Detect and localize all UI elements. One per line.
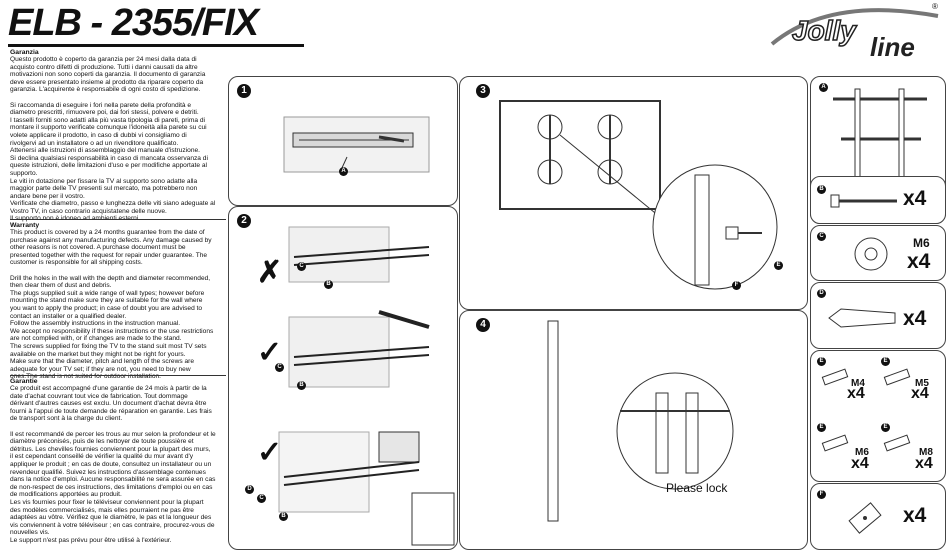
wall-drilling-illustration [283,116,430,173]
step-number: 1 [237,84,251,98]
part-quantity: x4 [903,187,927,210]
part-size: M5 [915,378,929,389]
part-c-panel: C M6 x4 [810,225,946,281]
wood-screw-icon [830,194,897,208]
part-label: D [817,289,826,298]
part-label: B [817,185,826,194]
please-lock-label: Please lock [666,481,728,495]
part-f-panel: F x4 [810,483,946,550]
callout-c: C [257,494,266,503]
callout-c: C [275,363,284,372]
part-label: C [817,232,826,241]
section-divider [10,219,226,220]
part-quantity: x4 [851,455,869,472]
step-number: 3 [476,84,490,98]
part-label: E [817,423,826,432]
part-d-panel: D x4 [810,282,946,349]
svg-text:line: line [870,32,915,62]
tv-back-illustration [499,100,778,290]
part-label: E [881,423,890,432]
part-label: E [817,357,826,366]
part-e-panel: E E E E M4 x4 M5 x4 M6 x4 M8 x4 [810,350,946,482]
callout-b: B [297,381,306,390]
italian-section: Garanzia Questo prodotto è coperto da ga… [10,49,225,223]
french-heading: Garantie [10,378,38,385]
callout-b: B [324,280,333,289]
part-quantity: x4 [903,307,927,330]
callout-f: F [732,281,741,290]
callout-e: E [774,261,783,270]
part-quantity: x4 [915,455,933,472]
callout-d: D [245,485,254,494]
part-quantity: x4 [903,504,927,527]
lock-plate-icon [848,502,882,534]
part-quantity: x4 [847,385,865,402]
step-number: 4 [476,318,490,332]
part-quantity: x4 [911,385,929,402]
french-body: Ce produit est accompagné d'une garantie… [10,385,216,544]
callout-b: B [279,512,288,521]
brand-logo: Jolly line ® [770,2,942,62]
right-mark: ✓ [257,436,283,469]
machine-screws-icon [821,368,911,452]
tv-hanging-illustration [547,320,734,522]
brand-logo-graphic: Jolly line [770,8,939,62]
step-1-panel: 1 A [228,76,458,206]
part-label: A [819,83,828,92]
part-size: M6 [855,447,869,458]
italian-body: Questo prodotto è coperto da garanzia pe… [10,56,216,222]
part-size: M4 [851,378,865,389]
callout-c: C [297,262,306,271]
registered-mark: ® [932,2,938,11]
part-quantity: x4 [907,250,931,273]
english-section: Warranty This product is covered by a 24… [10,222,225,381]
wrong-mark: ✗ [257,256,283,289]
wall-plug-icon [828,308,896,328]
callout-a: A [339,167,348,176]
part-b-panel: B x4 [810,176,946,224]
step-number: 2 [237,214,251,228]
french-section: Garantie Ce produit est accompagné d'une… [10,378,225,544]
italian-heading: Garanzia [10,49,39,56]
title-underline [8,44,304,47]
section-divider [10,375,226,376]
english-body: This product is covered by a 24 months g… [10,229,214,381]
part-label: F [817,490,826,499]
washer-icon [854,237,888,271]
english-heading: Warranty [10,222,40,229]
step-2-panel: 2 ✗ ✓ ✓ C B C B D C B [228,206,458,550]
svg-text:Jolly: Jolly [792,15,857,46]
part-size: M8 [919,447,933,458]
part-label: E [881,357,890,366]
bracket-mounting-illustration [278,226,455,546]
document-title: ELB - 2355/FIX [8,2,259,44]
step-4-panel: 4 Please lock [459,310,808,550]
step-3-panel: 3 E F [459,76,808,310]
part-size: M6 [913,236,930,250]
